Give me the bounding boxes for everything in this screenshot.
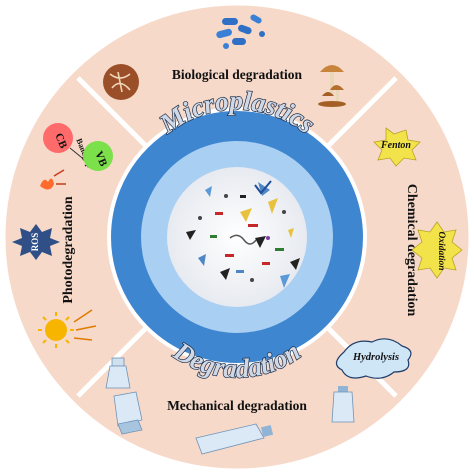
ros-badge: ROS (12, 224, 60, 260)
hydrolysis-badge: Hydrolysis (335, 338, 412, 379)
mechanical-segment: Mechanical degradation (105, 357, 355, 455)
biological-segment: Biological degradation (103, 14, 346, 107)
oxidation-label: Oxidation (436, 231, 446, 270)
ros-label: ROS (30, 233, 40, 252)
photo-segment: CB Bandgap VB Photodegradation ROS (12, 123, 113, 348)
fenton-badge: Fenton (373, 127, 421, 167)
flame-icon (40, 169, 66, 190)
photodegradation-label: Photodegradation (61, 196, 76, 304)
vb-badge: VB (83, 141, 113, 171)
cb-label: CB (52, 132, 69, 151)
broken-bottle-icon (105, 357, 143, 435)
mushroom-icon (318, 65, 346, 107)
oxidation-badge: Oxidation (411, 221, 463, 279)
bacteria-icon (216, 14, 265, 49)
biological-label: Biological degradation (172, 67, 303, 82)
chemical-segment: Fenton Chemical degradation Oxidation Hy… (335, 127, 463, 379)
hydrolysis-label: Hydrolysis (352, 352, 399, 363)
cb-badge: CB (43, 123, 73, 153)
mechanical-label: Mechanical degradation (167, 398, 307, 413)
particle-disc (167, 167, 307, 307)
bottle-icon (331, 386, 355, 423)
vb-label: VB (92, 150, 109, 169)
bottle-icon-flat (195, 423, 274, 455)
fenton-label: Fenton (380, 140, 411, 151)
sun-icon (38, 309, 97, 348)
particle-cluster (186, 180, 300, 288)
fungus-icon (103, 64, 139, 100)
